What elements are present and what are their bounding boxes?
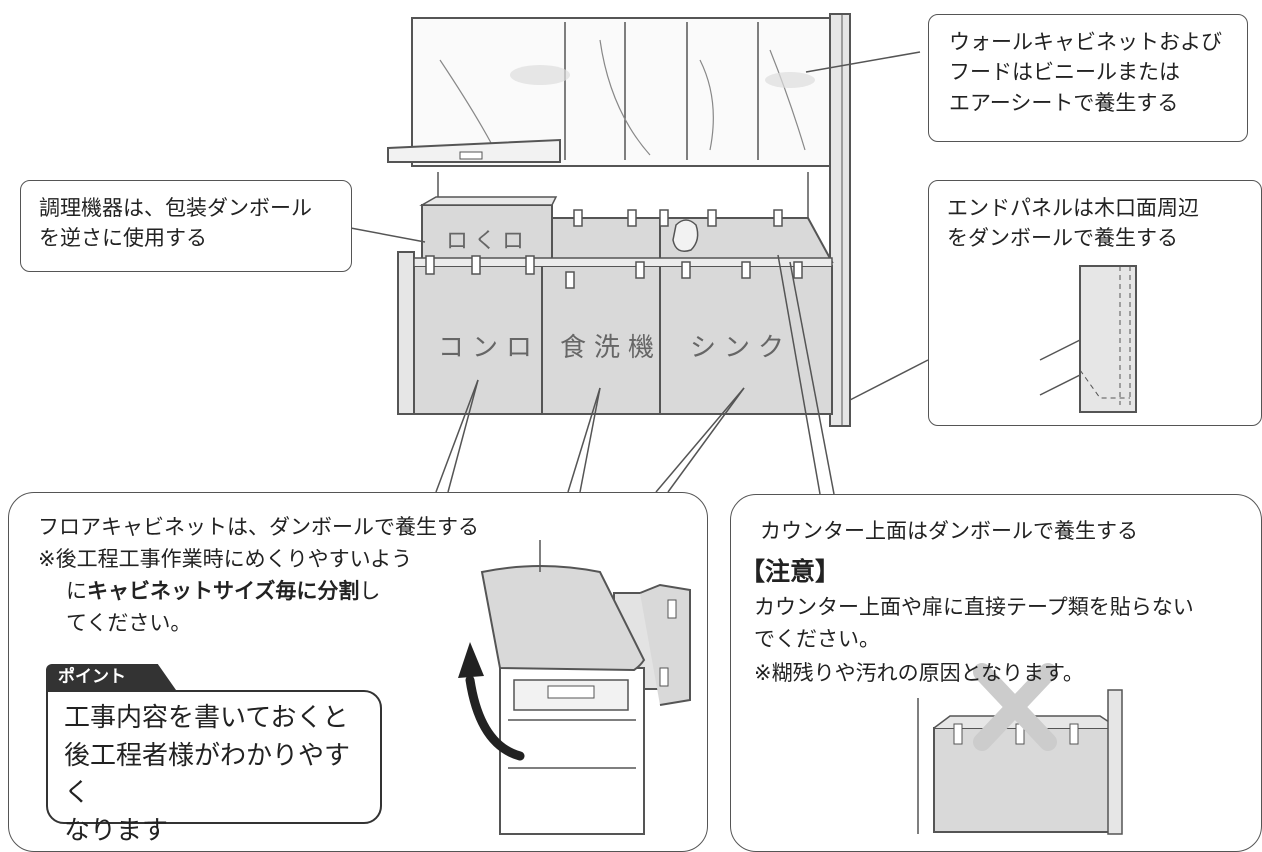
wall-callout-line-1: ウォールキャビネットおよび (949, 30, 1222, 54)
dishwasher-label: 食洗機 (560, 333, 662, 363)
floor-note-bold: キャビネットサイズ毎に分割 (87, 579, 360, 603)
counter-caution-line-2: でください。 (754, 627, 880, 651)
point-line-3: なります (64, 816, 169, 847)
floor-note-line-3: てください。 (66, 611, 192, 635)
floor-note-line-2: にキャビネットサイズ毎に分割し (66, 576, 380, 606)
counter-note: ※糊残りや汚れの原因となります。 (754, 661, 1084, 685)
point-box: 工事内容を書いておくと 後工程者様がわかりやすく なります (46, 690, 382, 846)
floor-note-pre: に (66, 579, 87, 603)
floor-cabinet-detail (458, 540, 691, 835)
end-panel-callout: エンドパネルは木口面周辺 をダンボールで養生する (928, 180, 1262, 426)
leader-lines (339, 51, 929, 495)
sink-label: シンク (690, 333, 792, 363)
floor-title: フロアキャビネットは、ダンボールで養生する (38, 515, 479, 539)
tape-marks (425, 209, 803, 289)
counter-cardboard (551, 217, 834, 263)
range-hood (387, 138, 561, 163)
cross-mark-icon (973, 663, 1057, 751)
cooker-callout-line-1: 調理機器は、包装ダンボール (39, 196, 312, 220)
cooker-callout: 調理機器は、包装ダンボール を逆さに使用する (20, 180, 352, 272)
konro-label: コンロ (438, 333, 540, 363)
cooker-box (419, 196, 558, 266)
counter-detail (917, 663, 1123, 835)
lift-arrow-icon (465, 675, 525, 761)
box-mark-label: ロくロ (446, 229, 530, 254)
counter-caution-heading: 【注意】 (740, 557, 841, 586)
end-panel-detail (1039, 265, 1137, 413)
faucet-icon (672, 219, 699, 252)
end-panel (829, 13, 851, 427)
floor-note-line-1: ※後工程工事作業時にめくりやすいよう (38, 547, 413, 571)
endpanel-callout-line-2: をダンボールで養生する (947, 226, 1178, 251)
counter-caution-line-1: カウンター上面や扉に直接テープ類を貼らない (754, 595, 1194, 619)
wall-cabinet (411, 17, 833, 167)
floor-note-post: し (359, 579, 381, 603)
point-tag: ポイント (46, 664, 176, 690)
wall-cabinet-callout: ウォールキャビネットおよび フードはビニールまたは エアーシートで養生する (928, 14, 1248, 142)
point-line-2: 後工程者様がわかりやすく (64, 740, 351, 809)
wall-callout-line-2: フードはビニールまたは (949, 60, 1180, 85)
wall-callout-line-3: エアーシートで養生する (949, 90, 1179, 115)
endpanel-callout-line-1: エンドパネルは木口面周辺 (947, 196, 1199, 220)
point-line-1: 工事内容を書いておくと (64, 703, 349, 733)
counter-title: カウンター上面はダンボールで養生する (760, 519, 1138, 543)
cooker-callout-line-2: を逆さに使用する (39, 226, 207, 251)
floor-cabinets (397, 251, 833, 415)
